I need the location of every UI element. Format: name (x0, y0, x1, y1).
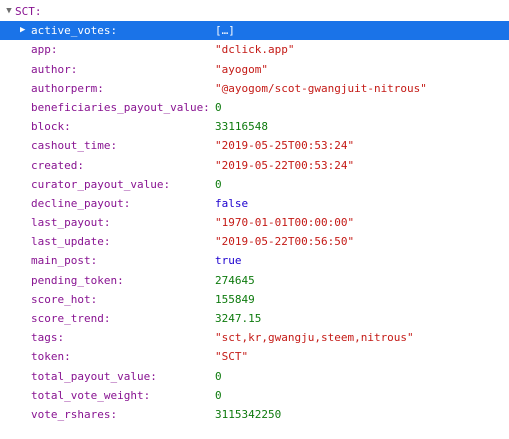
property-value: "dclick.app" (215, 43, 295, 57)
property-row[interactable]: created: "2019-05-22T00:53:24" (0, 156, 509, 175)
property-row[interactable]: tags: "sct,kr,gwangju,steem,nitrous" (0, 328, 509, 347)
property-key: last_payout: (31, 216, 111, 230)
property-key: tags: (31, 331, 65, 345)
property-key: main_post: (31, 254, 98, 268)
property-key: active_votes: (31, 24, 118, 38)
property-key: token: (31, 350, 71, 364)
property-row[interactable]: total_payout_value: 0 (0, 367, 509, 386)
property-row[interactable]: last_payout: "1970-01-01T00:00:00" (0, 213, 509, 232)
property-key: vote_rshares: (31, 407, 118, 421)
triangle-right-icon[interactable]: ▶ (20, 25, 26, 36)
property-key: curator_payout_value: (31, 177, 171, 191)
property-row[interactable]: vote_rshares: 3115342250 (0, 405, 509, 424)
property-key: total_vote_weight: (31, 388, 151, 402)
property-row[interactable]: curator_payout_value: 0 (0, 175, 509, 194)
property-key: author: (31, 62, 78, 76)
property-key: last_update: (31, 235, 111, 249)
property-value: "ayogom" (215, 62, 268, 76)
property-list: ▶ active_votes: […] app: "dclick.app" author:… (0, 21, 509, 424)
property-value: "sct,kr,gwangju,steem,nitrous" (215, 331, 414, 345)
root-object-row[interactable]: ▼ SCT: (0, 2, 509, 21)
property-row[interactable]: decline_payout: false (0, 194, 509, 213)
property-value: 0 (215, 100, 222, 114)
property-row[interactable]: pending_token: 274645 (0, 271, 509, 290)
property-key: cashout_time: (31, 139, 118, 153)
property-key: block: (31, 120, 71, 134)
property-value: false (215, 196, 249, 210)
property-row[interactable]: app: "dclick.app" (0, 40, 509, 59)
property-row[interactable]: score_trend: 3247.15 (0, 309, 509, 328)
property-row[interactable]: ▶ active_votes: […] (0, 21, 509, 41)
property-value: 0 (215, 177, 222, 191)
property-value: 3115342250 (215, 407, 282, 421)
property-value[interactable]: […] (215, 24, 235, 38)
property-value: 3247.15 (215, 312, 262, 325)
property-row[interactable]: last_update: "2019-05-22T00:56:50" (0, 232, 509, 251)
property-value: "@ayogom/scot-gwangjuit-nitrous" (215, 81, 427, 95)
property-key: total_payout_value: (31, 369, 157, 383)
property-row[interactable]: authorperm: "@ayogom/scot-gwangjuit-nitro… (0, 79, 509, 98)
property-key: score_trend: (31, 312, 111, 325)
property-key: authorperm: (31, 81, 104, 95)
property-row[interactable]: author: "ayogom" (0, 60, 509, 79)
property-row[interactable]: main_post: true (0, 251, 509, 270)
property-key: decline_payout: (31, 196, 131, 210)
property-value: 0 (215, 369, 222, 383)
property-value: "SCT" (215, 350, 249, 364)
property-value: true (215, 254, 242, 268)
property-value: 155849 (215, 292, 255, 306)
property-value: "2019-05-22T00:53:24" (215, 158, 355, 172)
property-key: created: (31, 158, 84, 172)
property-row[interactable]: score_hot: 155849 (0, 290, 509, 309)
triangle-down-icon[interactable]: ▼ (6, 6, 12, 16)
property-value: 0 (215, 388, 222, 402)
property-key: pending_token: (31, 273, 124, 287)
property-value: 33116548 (215, 120, 268, 134)
property-row[interactable]: beneficiaries_payout_value: 0 (0, 98, 509, 117)
property-row[interactable]: block: 33116548 (0, 117, 509, 136)
property-value: "1970-01-01T00:00:00" (215, 216, 355, 230)
root-key: SCT: (15, 5, 42, 18)
property-value: 274645 (215, 273, 255, 287)
property-key: score_hot: (31, 292, 98, 306)
property-value: "2019-05-25T00:53:24" (215, 139, 355, 153)
property-row[interactable]: cashout_time: "2019-05-25T00:53:24" (0, 136, 509, 155)
property-row[interactable]: total_vote_weight: 0 (0, 386, 509, 405)
property-key: app: (31, 43, 58, 57)
property-value: "2019-05-22T00:56:50" (215, 235, 355, 249)
property-key: beneficiaries_payout_value: (31, 100, 210, 114)
property-row[interactable]: token: "SCT" (0, 347, 509, 366)
